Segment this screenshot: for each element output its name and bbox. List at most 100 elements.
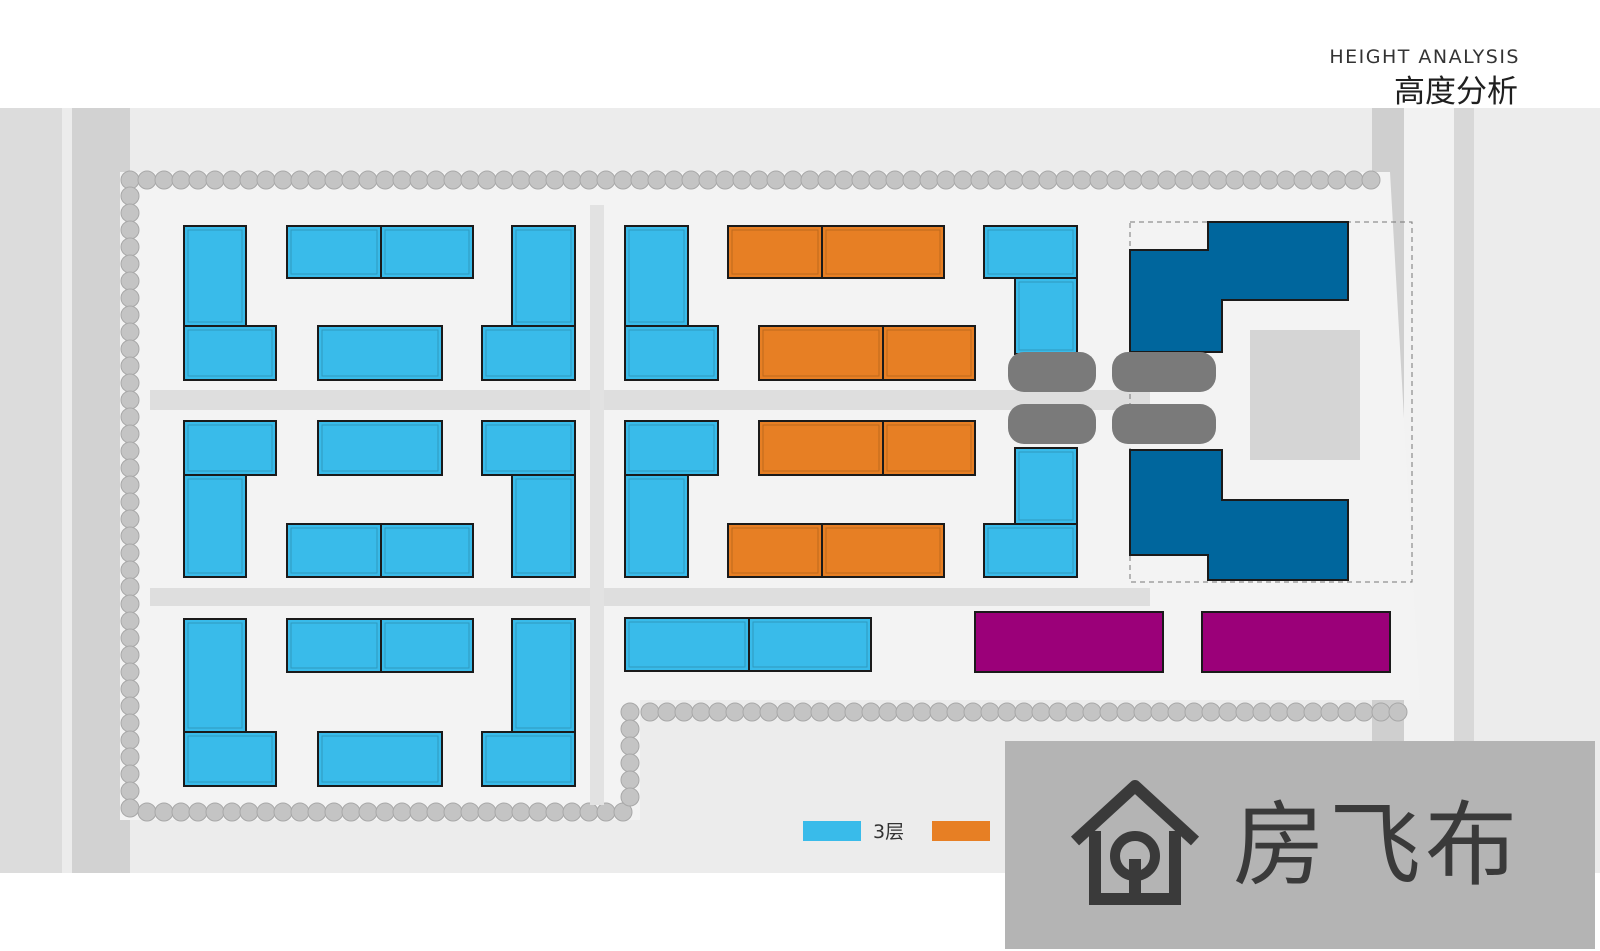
tree-64 [1208,170,1228,190]
tree-135 [545,802,565,822]
tree-118 [256,802,276,822]
building-22 [624,420,719,476]
tree-145 [620,787,640,807]
tree-62 [1174,170,1194,190]
tree-103 [120,679,140,699]
tree-26 [562,170,582,190]
tree-74 [120,186,140,206]
building-inner-10 [825,229,941,275]
building-inner-5 [485,329,572,377]
tree-109 [120,781,140,801]
tree-55 [1055,170,1075,190]
tree-154 [776,702,796,722]
building-inner-17 [321,424,439,472]
tree-164 [946,702,966,722]
building-7 [624,225,689,327]
building-8 [624,325,719,381]
building-inner-22 [628,424,715,472]
tree-173 [1099,702,1119,722]
building-inner-37 [628,621,746,668]
tree-67 [1259,170,1279,190]
tree-78 [120,254,140,274]
tree-1 [137,170,157,190]
tree-188 [1354,702,1374,722]
tree-60 [1140,170,1160,190]
building-group [183,225,1078,787]
dashed-boundary [1129,221,1413,583]
building-26 [727,523,823,578]
tree-40 [800,170,820,190]
tree-4 [188,170,208,190]
building-2 [286,225,382,279]
tree-65 [1225,170,1245,190]
tree-71 [1327,170,1347,190]
building-dark-bottom [1129,449,1349,581]
building-inner-33 [384,622,470,669]
building-inner-16 [187,478,243,574]
tree-85 [120,373,140,393]
tree-122 [324,802,344,822]
tree-46 [902,170,922,190]
building-25 [882,420,976,476]
building-36 [317,731,443,787]
tree-9 [273,170,293,190]
tree-73 [1361,170,1381,190]
building-11 [758,325,884,381]
tree-101 [120,645,140,665]
tree-168 [1014,702,1034,722]
legend-item-3-floor: 3层 [803,817,904,844]
tree-134 [528,802,548,822]
tree-115 [205,802,225,822]
tree-89 [120,441,140,461]
tree-54 [1038,170,1058,190]
watermark: 房飞布 [1005,741,1595,949]
building-inner-32 [290,622,378,669]
building-inner-27 [825,527,941,574]
tree-93 [120,509,140,529]
tree-148 [674,702,694,722]
tree-57 [1089,170,1109,190]
tree-31 [647,170,667,190]
tree-66 [1242,170,1262,190]
tree-82 [120,322,140,342]
building-inner-21 [515,478,572,574]
building-inner-11 [762,329,880,377]
tree-41 [817,170,837,190]
tree-border [120,170,1408,822]
tree-13 [341,170,361,190]
tree-34 [698,170,718,190]
tree-77 [120,237,140,257]
building-4 [511,225,576,327]
tree-35 [715,170,735,190]
tree-19 [443,170,463,190]
tree-156 [810,702,830,722]
building-29 [983,523,1078,578]
building-inner-1 [187,329,273,377]
tree-32 [664,170,684,190]
building-21 [511,474,576,578]
tree-106 [120,730,140,750]
tree-7 [239,170,259,190]
tree-33 [681,170,701,190]
tree-117 [239,802,259,822]
building-inner-28 [1018,451,1074,521]
tree-161 [895,702,915,722]
tree-11 [307,170,327,190]
tree-84 [120,356,140,376]
tree-121 [307,802,327,822]
building-inner-6 [321,329,439,377]
tree-111 [137,802,157,822]
tree-185 [1303,702,1323,722]
tree-155 [793,702,813,722]
tree-163 [929,702,949,722]
tree-181 [1235,702,1255,722]
tree-138 [596,802,616,822]
building-inner-38 [752,621,868,668]
tree-80 [120,288,140,308]
tree-162 [912,702,932,722]
tree-119 [273,802,293,822]
tree-171 [1065,702,1085,722]
tree-58 [1106,170,1126,190]
tree-140 [620,702,640,722]
